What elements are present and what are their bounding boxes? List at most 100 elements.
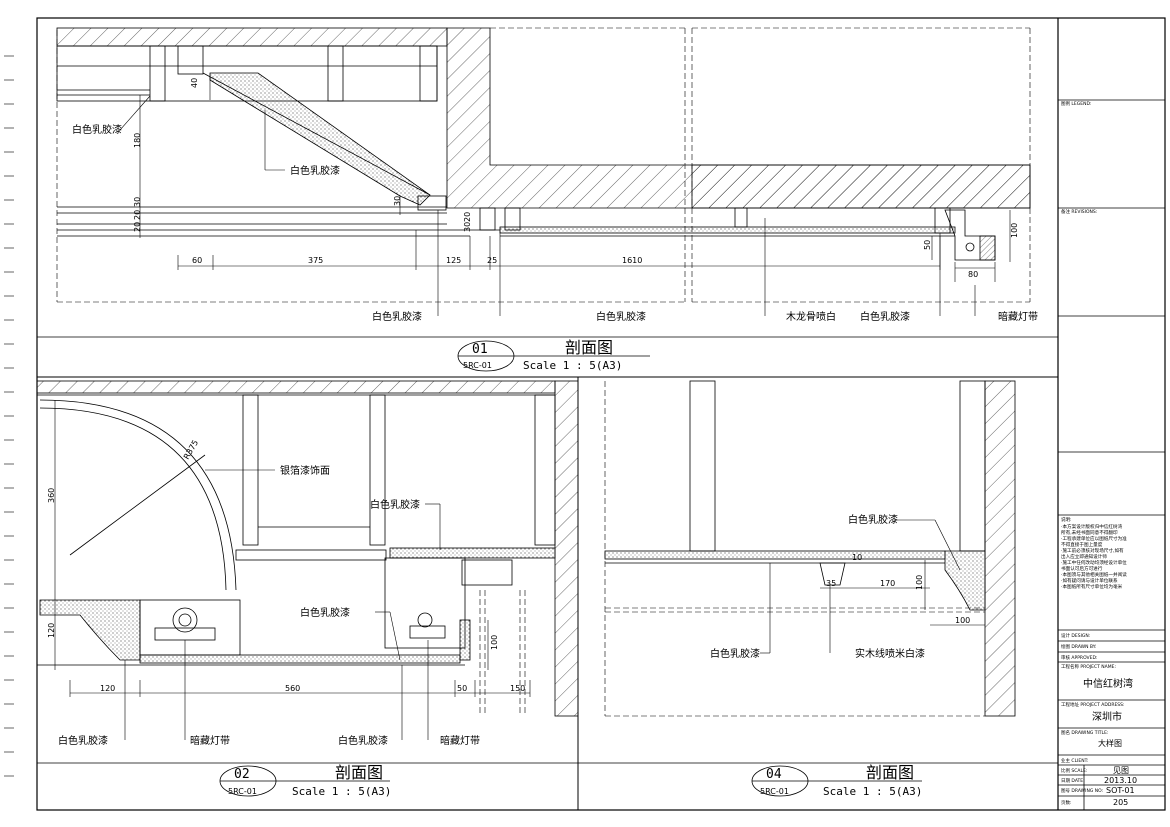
label-paint-bottom-b: 白色乳胶漆 [596, 310, 646, 323]
section-01-scale: Scale 1 : 5(A3) [523, 359, 622, 372]
label-light-b: 暗藏灯带 [440, 734, 480, 747]
dim-10: 10 [852, 553, 862, 562]
section-02-labels: 银箔漆饰面 白色乳胶漆 白色乳胶漆 白色乳胶漆 暗藏灯带 白色乳胶漆 暗藏灯带 [58, 464, 480, 747]
note-line: ·如有疑问请与设计单位联系 [1061, 577, 1118, 584]
dim-50: 50 [457, 684, 467, 693]
section-01-name: 剖面图 [565, 338, 613, 357]
dim-radius: R375 [182, 438, 200, 461]
client-label: 业主 CLIENT: [1061, 757, 1088, 764]
section-04-scale: Scale 1 : 5(A3) [823, 785, 922, 798]
legend-label: 图例 LEGEND: [1061, 100, 1091, 107]
dim-150: 150 [510, 684, 525, 693]
drawing-no-label: 图号 DRAWING NO: [1061, 788, 1103, 794]
section-02-scale: Scale 1 : 5(A3) [292, 785, 391, 798]
section-01-leaders [119, 95, 976, 316]
note-line: 所有,未经书面同意不得翻印 [1061, 529, 1118, 536]
revisions-label: 备注 REVISIONS: [1061, 208, 1097, 215]
dim-560: 560 [285, 684, 300, 693]
note-line: ·工程承建单位应以图纸尺寸为准 [1061, 535, 1127, 542]
section-01-ref: 5RC-01 [463, 361, 492, 370]
label-paint-bottom: 白色乳胶漆 [710, 647, 760, 660]
section-01-dim-text: 40 180 30 20 20 30 20 30 60 375 125 25 1… [133, 78, 1019, 279]
project-address-label: 工程地址 PROJECT ADDRESS: [1061, 701, 1125, 708]
dim-180: 180 [133, 133, 142, 148]
page-label: 页数: [1061, 799, 1072, 806]
note-line: ·施工前必须核对现场尺寸,如有 [1061, 547, 1124, 554]
section-01-title: 01 5RC-01 剖面图 Scale 1 : 5(A3) [37, 336, 1058, 372]
design-label: 设计 DESIGN: [1061, 632, 1090, 639]
label-hidden-light: 暗藏灯带 [998, 310, 1038, 323]
section-02-number: 02 [234, 767, 250, 782]
label-paint-bottom-c: 白色乳胶漆 [860, 310, 910, 323]
dim-20a: 20 [133, 210, 142, 220]
margin-ticks [4, 55, 14, 777]
label-paint-mid: 白色乳胶漆 [300, 606, 350, 619]
dim-25: 25 [487, 256, 497, 265]
section-01-drawing [56, 27, 1031, 303]
dim-20c: 20 [463, 212, 472, 222]
section-02-drawing [36, 380, 579, 717]
section-01-labels: 白色乳胶漆 白色乳胶漆 白色乳胶漆 白色乳胶漆 木龙骨喷白 白色乳胶漆 暗藏灯带 [72, 123, 1038, 323]
note-line: 书面认可后方可进行 [1061, 565, 1103, 572]
dim-60: 60 [192, 256, 202, 265]
section-04-number: 04 [766, 767, 782, 782]
dim-30d: 30 [463, 222, 472, 232]
section-01-number: 01 [472, 342, 488, 357]
sheet-border [36, 17, 1166, 811]
dim-100: 100 [490, 635, 499, 650]
label-solid-wood: 实木线喷米白漆 [855, 647, 925, 660]
section-02-name: 剖面图 [335, 763, 383, 782]
section-04-name: 剖面图 [866, 763, 914, 782]
title-block-text: 图例 LEGEND: 备注 REVISIONS: 说明: ·本方案设计版权归中信… [1061, 100, 1137, 807]
dim-50: 50 [923, 240, 932, 250]
dim-100: 100 [955, 616, 970, 625]
note-line: 不得直接于图上量度 [1061, 541, 1103, 548]
note-line: ·本图纸所有尺寸单位均为毫米 [1061, 583, 1123, 590]
section-02-dimensions [54, 400, 531, 697]
label-paint-bottom: 白色乳胶漆 [338, 734, 388, 747]
label-paint-top: 白色乳胶漆 [370, 498, 420, 511]
dim-35: 35 [826, 579, 836, 588]
dim-100v: 100 [915, 575, 924, 590]
label-paint-slope: 白色乳胶漆 [290, 164, 340, 177]
project-name-label: 工程名称 PROJECT NAME: [1061, 663, 1116, 670]
section-04-labels: 白色乳胶漆 白色乳胶漆 实木线喷米白漆 [710, 513, 925, 660]
project-address: 深圳市 [1092, 710, 1122, 723]
date-label: 日期 DATE: [1061, 778, 1085, 784]
note-line: ·本图须与其他相关图纸一并阅读 [1061, 571, 1127, 578]
scale-value: 见图 [1113, 766, 1129, 775]
label-paint-left: 白色乳胶漆 [72, 123, 122, 136]
dim-120v: 120 [47, 623, 56, 638]
label-paint-bottom-a: 白色乳胶漆 [372, 310, 422, 323]
dim-360: 360 [47, 488, 56, 503]
label-paint-left: 白色乳胶漆 [58, 734, 108, 747]
label-light-a: 暗藏灯带 [190, 734, 230, 747]
scale-label: 比例 SCALE: [1061, 767, 1087, 774]
section-04-leaders [760, 519, 961, 654]
section-04-drawing [604, 380, 1016, 717]
title-block [1058, 99, 1165, 810]
section-02-leaders [124, 469, 441, 740]
dim-30c: 30 [393, 196, 402, 206]
dim-120: 120 [100, 684, 115, 693]
note-line: ·本方案设计版权归中信红树湾 [1061, 523, 1123, 530]
dim-170: 170 [880, 579, 895, 588]
dim-100: 100 [1010, 223, 1019, 238]
dim-125: 125 [446, 256, 461, 265]
date-value: 2013.10 [1104, 776, 1137, 785]
dim-40: 40 [190, 78, 199, 88]
label-wood-keel: 木龙骨喷白 [786, 310, 836, 323]
label-paint-top: 白色乳胶漆 [848, 513, 898, 526]
section-04-dim-text: 35 170 100 100 10 [826, 553, 970, 625]
dim-80: 80 [968, 270, 978, 279]
approved-label: 审核 APPROVED: [1061, 654, 1097, 661]
page-value: 205 [1113, 798, 1128, 807]
drawn-label: 绘图 DRAWN BY: [1061, 643, 1096, 650]
notes-label: 说明: [1061, 516, 1072, 523]
project-name: 中信红树湾 [1083, 677, 1133, 690]
drawing-title-label: 图名 DRAWING TITLE: [1061, 729, 1108, 736]
section-04-title: 04 5RC-01 剖面图 Scale 1 : 5(A3) [578, 762, 1058, 798]
section-02-ref: 5RC-01 [228, 787, 257, 796]
section-04-ref: 5RC-01 [760, 787, 789, 796]
